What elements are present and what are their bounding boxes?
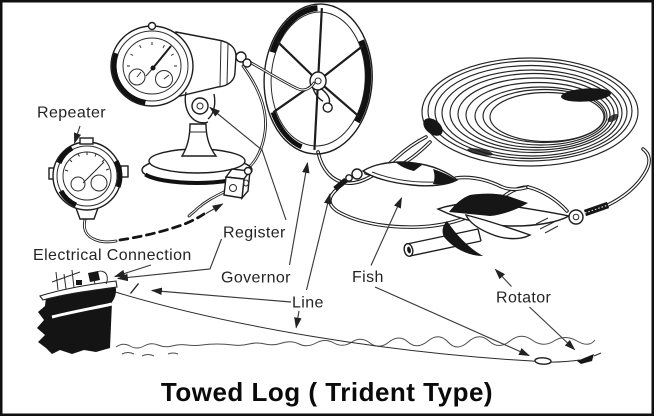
junction-box-arrow — [205, 203, 224, 214]
repeater-illustration — [48, 137, 129, 220]
ship-stern-illustration — [37, 269, 118, 354]
wheel-shackle-hook — [312, 87, 333, 113]
fish-illustration — [333, 161, 459, 192]
register-illustration — [110, 21, 253, 185]
label-fish: Fish — [352, 269, 384, 286]
figure-caption: Towed Log ( Trident Type) — [161, 377, 493, 407]
hull-tick-mark — [129, 283, 140, 294]
junction-stub-cable — [187, 190, 226, 218]
label-governor: Governor — [221, 270, 291, 287]
register-to-junction-cable — [241, 64, 267, 171]
repeater-cable — [82, 212, 206, 244]
diagram-labels: Repeater Electrical Connection Register … — [33, 105, 552, 312]
electrical-connection-arrow — [113, 264, 152, 278]
label-register: Register — [223, 225, 286, 242]
line-hull-arrow — [150, 287, 292, 303]
rotator-illustration — [403, 193, 610, 258]
rotator-towed-arrow — [529, 306, 576, 351]
repeater-arrow — [73, 125, 82, 145]
label-electrical-connection: Electrical Connection — [33, 247, 192, 264]
water-surface — [115, 335, 596, 357]
register-arrow — [209, 106, 287, 221]
rotator-device-arrow — [494, 268, 512, 287]
label-repeater: Repeater — [37, 105, 106, 122]
governor-arrow — [288, 161, 310, 266]
label-rotator: Rotator — [496, 290, 552, 307]
electrical-cable-dashed — [118, 212, 206, 242]
towed-rotator-small — [577, 352, 602, 364]
junction-box-illustration — [223, 166, 253, 201]
leader-arrows — [73, 106, 576, 357]
register-mount-arrow — [116, 238, 223, 282]
fish-device-arrow — [370, 196, 403, 266]
line-up-arrow — [305, 192, 332, 291]
tow-line — [111, 290, 581, 363]
line-down-arrow — [294, 310, 302, 329]
line-coil-illustration — [421, 57, 639, 167]
governor-wheel-illustration — [263, 3, 373, 155]
towed-fish-small — [534, 357, 552, 365]
label-line: Line — [292, 295, 324, 312]
fish-towed-arrow — [374, 286, 531, 357]
